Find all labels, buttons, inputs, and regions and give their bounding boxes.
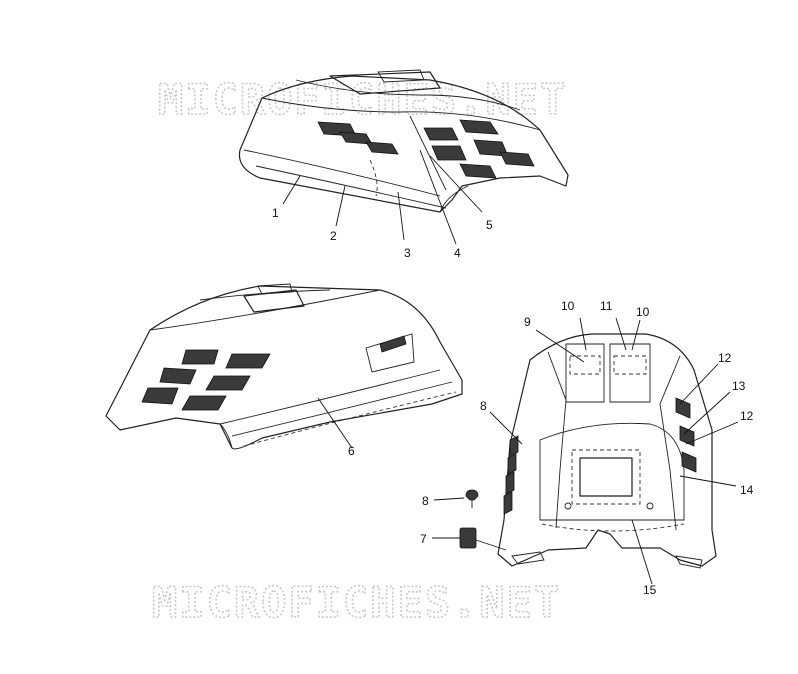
- callout-9: 9: [524, 315, 531, 329]
- hood-top-view: [238, 69, 569, 213]
- hood-side-view: [105, 283, 463, 450]
- watermark-bottom: MICROFICHES.NET: [152, 578, 561, 627]
- fastener-8: [465, 489, 479, 508]
- callout-7: 7: [420, 532, 427, 546]
- callout-15: 15: [643, 583, 657, 597]
- callout-12-bottom: 12: [740, 409, 754, 423]
- callout-4: 4: [454, 246, 461, 260]
- callout-12-top: 12: [718, 351, 732, 365]
- callout-14: 14: [740, 483, 754, 497]
- callout-11: 11: [600, 299, 613, 313]
- callout-2: 2: [330, 229, 337, 243]
- callout-5: 5: [486, 218, 493, 232]
- callout-10-right: 10: [636, 305, 650, 319]
- callout-13: 13: [732, 379, 746, 393]
- watermark-top: MICROFICHES.NET: [158, 75, 567, 124]
- callout-8-fastener: 8: [422, 494, 429, 508]
- callout-10-left: 10: [561, 299, 575, 313]
- callout-3: 3: [404, 246, 411, 260]
- callout-8-louvre: 8: [480, 399, 487, 413]
- callout-6: 6: [348, 444, 355, 458]
- hood-front-view: [497, 333, 717, 569]
- callout-1: 1: [272, 206, 279, 220]
